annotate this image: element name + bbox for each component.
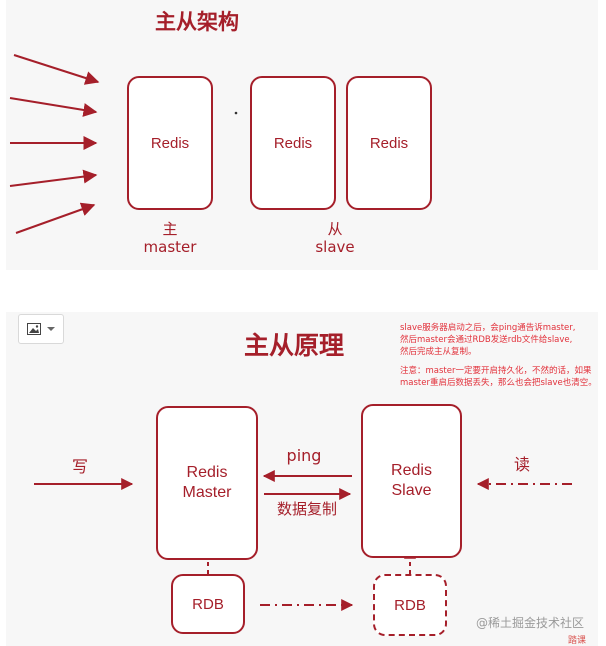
master-rdb-box: RDB [171, 574, 245, 634]
chevron-down-icon [47, 327, 55, 331]
slave-redis-box-2: Redis [346, 76, 432, 210]
master-redis-box: Redis [127, 76, 213, 210]
master-box: Redis Master [156, 406, 258, 560]
master-redis-label: Redis [150, 134, 190, 152]
bottom-diagram-panel [6, 312, 598, 646]
slave-caption: 从 slave [300, 220, 370, 256]
architecture-title: 主从架构 [155, 10, 239, 34]
explanation-note-1: slave服务器启动之后，会ping通告诉master, 然后master会通过… [400, 323, 576, 357]
master-caption: 主 master [135, 220, 205, 256]
ping-label: ping [286, 446, 322, 465]
master-caption-en: master [143, 238, 197, 256]
slave-rdb-box: RDB [373, 574, 447, 636]
master-caption-cn: 主 [162, 220, 178, 238]
slave-box: Redis Slave [361, 404, 462, 558]
write-label: 写 [71, 457, 88, 476]
read-label: 读 [513, 455, 530, 474]
image-icon [27, 323, 41, 335]
slave-redis-box-1: Redis [250, 76, 336, 210]
explanation-note-2: 注意：master一定要开启持久化，不然的话，如果 master重启后数据丢失，… [400, 366, 597, 388]
slave-caption-en: slave [315, 238, 355, 256]
brand-logo: 踏课 [568, 636, 587, 646]
slave-redis-label-1: Redis [273, 134, 313, 152]
copy-label: 数据复制 [276, 500, 337, 518]
slave-box-label: Redis Slave [391, 462, 432, 499]
image-tool-button[interactable] [18, 314, 64, 344]
principle-title: 主从原理 [244, 331, 345, 360]
master-rdb-label: RDB [192, 595, 224, 613]
slave-redis-label-2: Redis [369, 134, 409, 152]
slave-rdb-label: RDB [394, 596, 426, 614]
slave-caption-cn: 从 [327, 220, 343, 238]
stray-dot [234, 111, 238, 115]
client-arrow-1 [13, 54, 100, 85]
client-arrow-2 [9, 97, 98, 117]
client-arrow-4 [9, 169, 98, 187]
master-box-label: Redis Master [182, 464, 232, 501]
client-arrow-5 [15, 202, 96, 234]
watermark: @稀土掘金技术社区 [476, 616, 585, 630]
